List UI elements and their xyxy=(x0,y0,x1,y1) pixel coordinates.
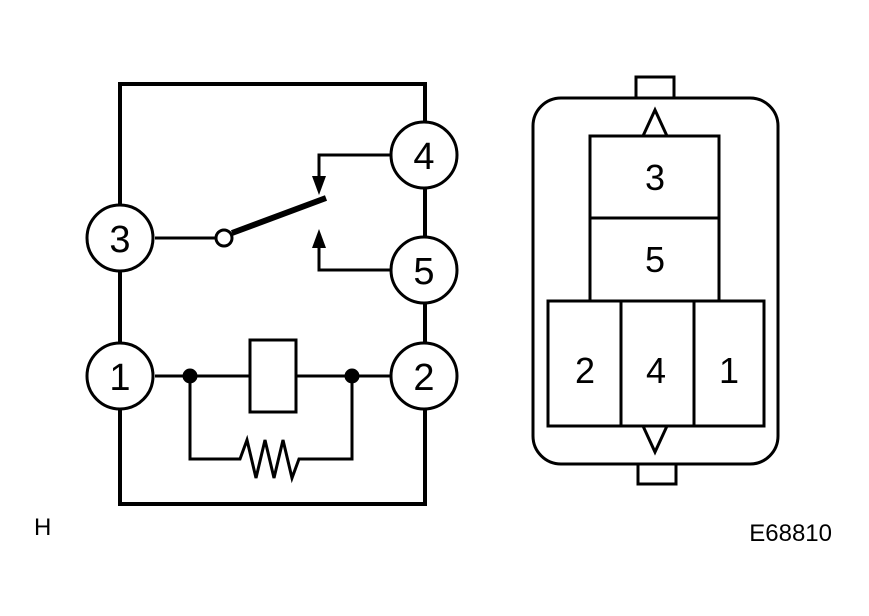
relay-schematic xyxy=(85,82,459,506)
pin-2-label: 2 xyxy=(413,357,434,399)
switch-arm xyxy=(230,195,328,236)
switch-pivot xyxy=(214,228,234,248)
pin-1-terminal xyxy=(85,341,155,411)
contact-4-wire xyxy=(317,153,392,180)
connector-body xyxy=(531,96,780,466)
pin-5-terminal xyxy=(389,235,459,305)
pin-4-terminal xyxy=(389,120,459,190)
latch-tab-top xyxy=(634,75,676,101)
pin-labels: 3 4 5 1 2 xyxy=(109,136,434,399)
corner-label: H xyxy=(34,514,51,541)
relay-housing-outline xyxy=(118,82,427,506)
relay-coil xyxy=(248,338,298,414)
pin-2-terminal xyxy=(389,341,459,411)
resistor-branch xyxy=(188,376,354,484)
contact-4-arrow xyxy=(312,176,326,195)
cavity-1-label: 1 xyxy=(719,350,739,391)
connector-face-view xyxy=(531,75,780,486)
pin-4-label: 4 xyxy=(413,136,434,178)
contact-5-arrow xyxy=(312,229,326,248)
pin-1-label: 1 xyxy=(109,357,130,399)
cavity-3-label: 3 xyxy=(645,157,665,198)
contact-5-wire xyxy=(317,245,392,272)
pin-3-label: 3 xyxy=(109,219,130,261)
cavity-4-label: 4 xyxy=(646,350,666,391)
pin-3-terminal xyxy=(85,203,155,273)
key-triangle-top xyxy=(640,106,670,138)
cavity-2-label: 2 xyxy=(575,350,595,391)
cavity-labels: 3 5 2 4 1 xyxy=(575,157,739,391)
cavity-1-box xyxy=(692,299,766,428)
key-triangle-bottom xyxy=(640,424,670,456)
figure-code: E68810 xyxy=(749,520,832,547)
cavity-5-label: 5 xyxy=(645,239,665,280)
pin-5-label: 5 xyxy=(413,251,434,293)
